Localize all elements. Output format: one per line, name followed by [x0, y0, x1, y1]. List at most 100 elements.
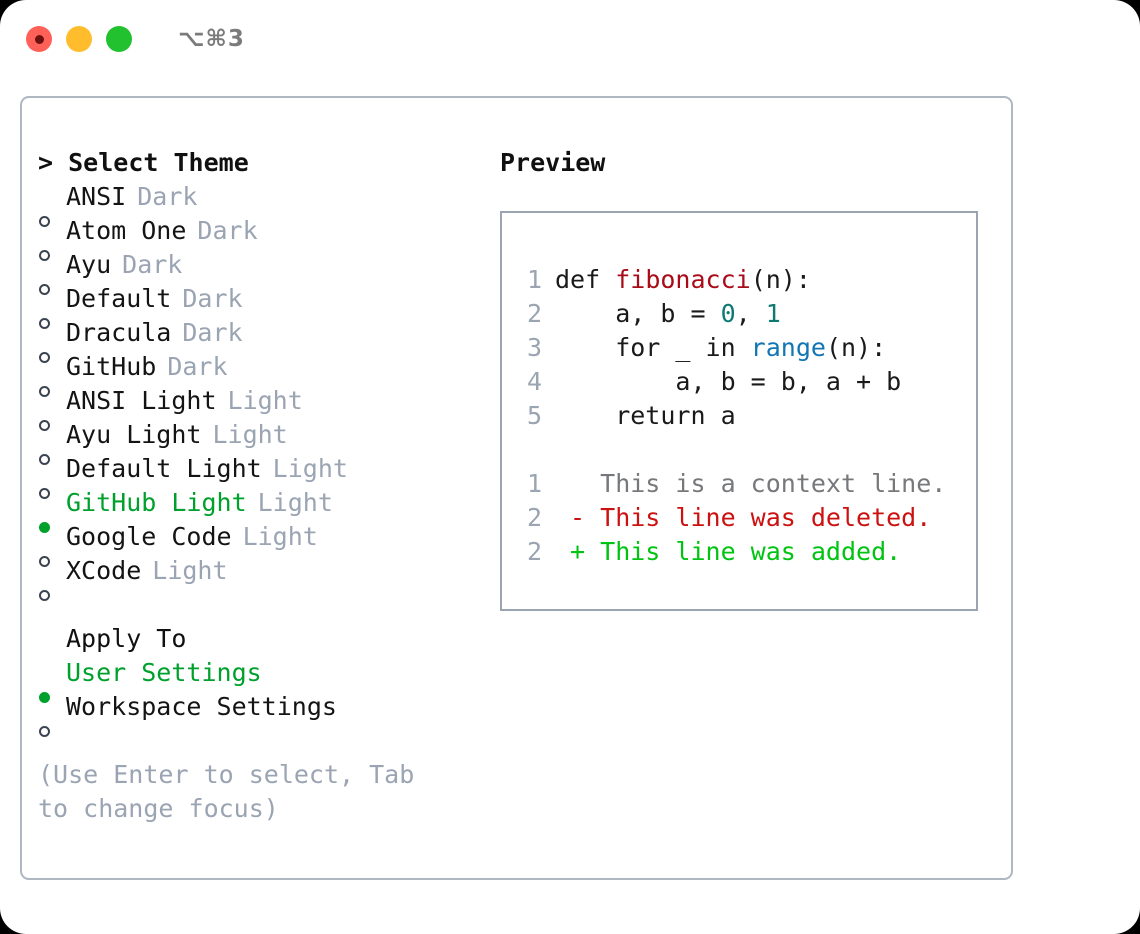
- apply-to-option-user-settings[interactable]: User Settings: [38, 656, 478, 703]
- code-line-number: 5: [526, 401, 542, 430]
- keyboard-hint-text: (Use Enter to select, Tab to change focu…: [38, 760, 415, 823]
- page-title: Select Theme: [68, 148, 249, 177]
- code-token-num: 1: [765, 299, 781, 328]
- radio-mark: [39, 352, 50, 363]
- code-line-text: a, b = b, a + b: [555, 365, 901, 399]
- theme-option-kind: Light: [257, 488, 333, 517]
- zoom-button[interactable]: [106, 26, 132, 52]
- theme-option-xcode[interactable]: XCode Light: [38, 554, 478, 601]
- code-line-number: 4: [526, 367, 542, 396]
- diff-line-number: 2: [526, 537, 542, 566]
- theme-option-kind: Light: [152, 556, 228, 585]
- theme-option-github-light[interactable]: GitHub Light Light: [38, 486, 478, 533]
- theme-option-label: ANSI: [66, 182, 127, 211]
- theme-option-kind: Dark: [137, 182, 198, 211]
- code-line-number: 1: [526, 265, 542, 294]
- theme-option-kind: Light: [227, 386, 303, 415]
- diff-line-del: 2 - This line was deleted.: [516, 501, 970, 535]
- code-line: 4 a, b = b, a + b: [516, 365, 970, 399]
- window-controls: [26, 26, 132, 52]
- theme-picker-title: > Select Theme: [38, 146, 478, 180]
- diff-line-text: This is a context line.: [555, 469, 947, 498]
- apply-to-title: Apply To: [66, 624, 187, 653]
- theme-option-ayu[interactable]: Ayu Dark: [38, 248, 478, 295]
- close-button[interactable]: [26, 26, 52, 52]
- theme-option-kind: Dark: [197, 216, 258, 245]
- code-token-plain: (n):: [750, 265, 811, 294]
- theme-option-label: XCode: [66, 556, 142, 585]
- theme-option-atom-one[interactable]: Atom One Dark: [38, 214, 478, 261]
- apply-to-option-label: User Settings: [66, 658, 262, 687]
- diff-line-add: 2 + This line was added.: [516, 535, 970, 569]
- radio-mark: [39, 556, 50, 567]
- code-line: 1 def fibonacci(n):: [516, 263, 970, 297]
- diff-line-ctx: 1 This is a context line.: [516, 467, 970, 501]
- theme-option-ansi[interactable]: ANSI Dark: [38, 180, 478, 227]
- apply-to-option-label: Workspace Settings: [66, 692, 337, 721]
- radio-mark: [39, 522, 50, 533]
- code-token-plain: return a: [555, 401, 736, 430]
- code-token-num: 0: [720, 299, 736, 328]
- title-bar: ⌥⌘3: [0, 0, 1140, 78]
- radio-mark: [39, 250, 50, 261]
- theme-option-label: ANSI Light: [66, 386, 217, 415]
- theme-option-kind: Light: [212, 420, 288, 449]
- code-line-text: def fibonacci(n):: [555, 263, 811, 297]
- theme-option-label: Google Code: [66, 522, 232, 551]
- code-token-plain: for _ in: [555, 333, 751, 362]
- diff-line-number: 2: [526, 503, 542, 532]
- radio-mark: [39, 726, 50, 737]
- radio-mark: [39, 386, 50, 397]
- theme-option-kind: Light: [242, 522, 318, 551]
- diff-line-text: - This line was deleted.: [555, 503, 932, 532]
- theme-option-ansi-light[interactable]: ANSI Light Light: [38, 384, 478, 431]
- hint-spacer: [38, 724, 478, 758]
- radio-mark: [39, 692, 50, 703]
- apply-to-option-workspace-settings[interactable]: Workspace Settings: [38, 690, 478, 737]
- radio-mark: [39, 216, 50, 227]
- theme-option-label: Ayu: [66, 250, 112, 279]
- minimize-button[interactable]: [66, 26, 92, 52]
- theme-option-kind: Light: [272, 454, 348, 483]
- theme-option-label: GitHub Light: [66, 488, 247, 517]
- code-token-plain: a, b = b, a + b: [555, 367, 902, 396]
- code-line: 2 a, b = 0, 1: [516, 297, 970, 331]
- diff-sample: 1 This is a context line.2 - This line w…: [516, 467, 970, 569]
- radio-mark: [39, 488, 50, 499]
- caret-prompt-icon: >: [38, 148, 54, 177]
- radio-mark: [39, 590, 50, 601]
- code-token-fn: fibonacci: [615, 265, 751, 294]
- code-line-text: a, b = 0, 1: [555, 297, 781, 331]
- theme-option-label: Atom One: [66, 216, 187, 245]
- theme-option-kind: Dark: [167, 352, 228, 381]
- theme-option-default-light[interactable]: Default Light Light: [38, 452, 478, 499]
- code-line: 5 return a: [516, 399, 970, 433]
- list-spacer: [38, 588, 478, 622]
- theme-option-kind: Dark: [182, 284, 243, 313]
- radio-mark: [39, 284, 50, 295]
- code-token-plain: a, b =: [555, 299, 721, 328]
- preview-title: Preview: [500, 148, 606, 177]
- keyboard-shortcut-label: ⌥⌘3: [178, 26, 245, 52]
- code-line-number: 2: [526, 299, 542, 328]
- theme-option-label: Default Light: [66, 454, 262, 483]
- theme-option-google-code[interactable]: Google Code Light: [38, 520, 478, 567]
- code-token-call: range: [750, 333, 826, 362]
- diff-line-number: 1: [526, 469, 542, 498]
- code-line-text: for _ in range(n):: [555, 331, 886, 365]
- theme-option-label: Dracula: [66, 318, 172, 347]
- code-line: 3 for _ in range(n):: [516, 331, 970, 365]
- theme-option-kind: Dark: [122, 250, 183, 279]
